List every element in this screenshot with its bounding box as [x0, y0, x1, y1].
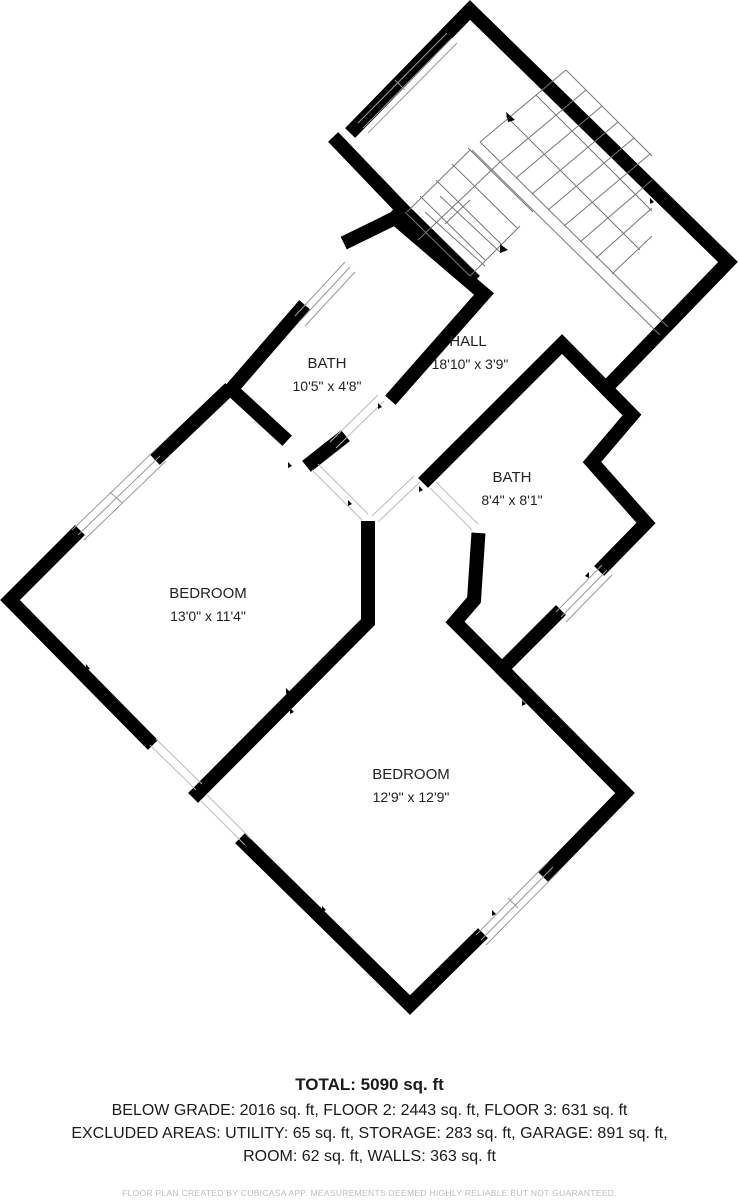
staircase — [404, 69, 669, 336]
room-bedroom-left: BEDROOM 13'0" x 11'4" — [169, 585, 247, 624]
area-breakdown-line-3: ROOM: 62 sq. ft, WALLS: 363 sq. ft — [243, 1148, 496, 1165]
window-bedroom-left — [71, 449, 167, 541]
window-stair — [357, 32, 458, 134]
disclaimer-footer: FLOOR PLAN CREATED BY CUBICASA APP. MEAS… — [122, 1188, 617, 1198]
room-bedroom-right: BEDROOM 12'9" x 12'9" — [372, 766, 450, 805]
room-dimensions: 12'9" x 12'9" — [373, 789, 450, 805]
room-name: BEDROOM — [169, 585, 247, 602]
room-name: BEDROOM — [372, 766, 450, 783]
stair-arrow-down-icon — [500, 244, 508, 253]
window-bath-left — [294, 261, 356, 327]
windows — [71, 32, 613, 946]
room-bath-left: BATH 10'5" x 4'8" — [293, 355, 362, 394]
walls — [0, 0, 738, 1015]
total-area: TOTAL: 5090 sq. ft — [295, 1075, 444, 1094]
room-name: BATH — [493, 469, 532, 486]
floor-plan: HALL 18'10" x 3'9" BATH 10'5" x 4'8" BAT… — [0, 0, 738, 1015]
room-name: HALL — [449, 333, 487, 350]
window-bath-right — [555, 564, 613, 623]
wall-markers — [86, 198, 654, 916]
area-summary: TOTAL: 5090 sq. ft BELOW GRADE: 2016 sq.… — [0, 1075, 739, 1168]
window-bedroom-right — [475, 861, 559, 946]
room-name: BATH — [308, 355, 347, 372]
area-breakdown-line-1: BELOW GRADE: 2016 sq. ft, FLOOR 2: 2443 … — [111, 1102, 628, 1119]
stair-arrow-up-icon — [506, 112, 515, 122]
room-dimensions: 18'10" x 3'9" — [432, 356, 509, 372]
door-openings — [149, 394, 479, 846]
room-dimensions: 13'0" x 11'4" — [170, 608, 246, 624]
room-dimensions: 8'4" x 8'1" — [481, 492, 542, 508]
room-bath-right: BATH 8'4" x 8'1" — [481, 469, 542, 508]
room-dimensions: 10'5" x 4'8" — [293, 378, 362, 394]
area-breakdown-line-2: EXCLUDED AREAS: UTILITY: 65 sq. ft, STOR… — [71, 1125, 668, 1142]
room-hall: HALL 18'10" x 3'9" — [432, 333, 509, 372]
